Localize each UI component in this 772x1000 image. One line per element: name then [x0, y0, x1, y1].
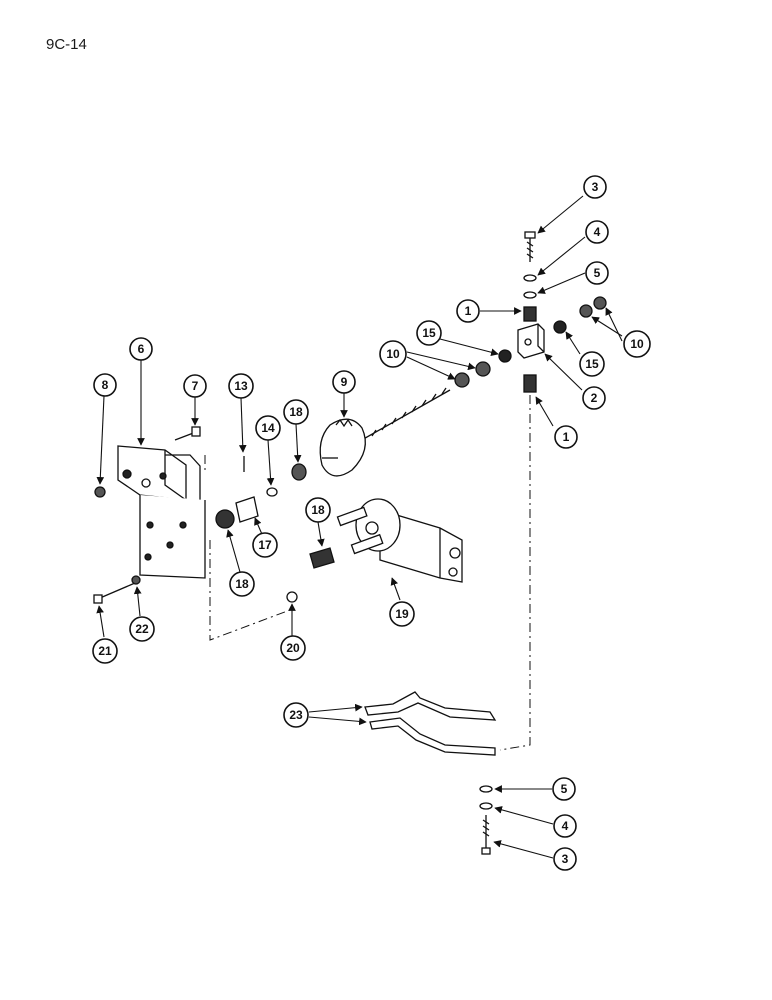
callout-4-bottom: 4	[553, 814, 577, 838]
assembly-centerlines	[204, 395, 531, 751]
top-washers	[523, 274, 537, 299]
callout-10-left: 10	[379, 340, 407, 368]
svg-text:20: 20	[286, 641, 300, 655]
svg-text:18: 18	[289, 405, 303, 419]
callout-19: 19	[389, 601, 415, 627]
svg-text:15: 15	[585, 357, 599, 371]
washer-14	[266, 487, 278, 497]
sleeve-16	[235, 496, 259, 523]
callout-5-top: 5	[585, 261, 609, 285]
svg-text:7: 7	[192, 379, 199, 393]
threaded-rod-plate	[319, 387, 451, 477]
spacer-bottom	[523, 374, 537, 393]
callout-3-top: 3	[583, 175, 607, 199]
svg-text:18: 18	[235, 577, 249, 591]
straps-23	[364, 691, 497, 756]
callout-20: 20	[280, 635, 306, 661]
callout-5-bottom: 5	[552, 777, 576, 801]
svg-text:15: 15	[422, 326, 436, 340]
callout-13: 13	[228, 373, 254, 399]
svg-text:13: 13	[234, 379, 248, 393]
bushing-17-top	[291, 463, 307, 481]
right-nuts	[553, 296, 607, 334]
callout-17-top: 18	[283, 399, 309, 425]
callout-7: 7	[183, 374, 207, 398]
callout-17-lower: 18	[229, 571, 255, 597]
callout-6: 6	[129, 337, 153, 361]
pivot-block	[517, 323, 545, 359]
bottom-washers	[479, 785, 493, 810]
svg-text:1: 1	[563, 430, 570, 444]
bolt-21	[93, 582, 136, 604]
callout-18: 18	[305, 497, 331, 523]
svg-text:4: 4	[594, 225, 601, 239]
svg-text:5: 5	[594, 266, 601, 280]
svg-text:23: 23	[289, 708, 303, 722]
nut-8	[94, 486, 106, 498]
callout-15-left: 15	[416, 320, 442, 346]
svg-text:8: 8	[102, 378, 109, 392]
svg-text:3: 3	[562, 852, 569, 866]
bushing-17-lower	[215, 509, 235, 529]
svg-text:4: 4	[562, 819, 569, 833]
svg-text:5: 5	[561, 782, 568, 796]
page-id: 9C-14	[46, 36, 87, 53]
callout-1-top: 1	[456, 299, 480, 323]
nut-20	[286, 591, 298, 603]
svg-text:3: 3	[592, 180, 599, 194]
svg-text:18: 18	[311, 503, 325, 517]
svg-text:1: 1	[465, 304, 472, 318]
bolt-7	[174, 426, 201, 441]
bottom-bolt	[481, 815, 491, 855]
callout-23: 23	[283, 702, 309, 728]
svg-text:10: 10	[386, 347, 400, 361]
svg-text:10: 10	[630, 337, 644, 351]
callout-15-right: 15	[579, 351, 605, 377]
svg-text:17: 17	[258, 538, 272, 552]
leader-lines	[96, 195, 623, 859]
callout-22: 22	[129, 616, 155, 642]
svg-text:2: 2	[591, 391, 598, 405]
left-nuts	[454, 349, 512, 388]
motor-19	[336, 498, 463, 583]
callout-21: 21	[92, 638, 118, 664]
callout-8: 8	[93, 373, 117, 397]
top-bolt	[524, 231, 536, 262]
fitting-18	[309, 547, 335, 569]
svg-text:6: 6	[138, 342, 145, 356]
spacer-top	[523, 306, 537, 322]
svg-text:21: 21	[98, 644, 112, 658]
svg-text:19: 19	[395, 607, 409, 621]
callout-4-top: 4	[585, 220, 609, 244]
callout-14: 14	[255, 415, 281, 441]
callout-10-right: 10	[623, 330, 651, 358]
callout-9: 9	[332, 370, 356, 394]
mounting-bracket	[117, 445, 206, 579]
svg-text:22: 22	[135, 622, 149, 636]
callout-3-bottom: 3	[553, 847, 577, 871]
callout-2: 2	[582, 386, 606, 410]
svg-text:14: 14	[261, 421, 275, 435]
callout-1-bottom: 1	[554, 425, 578, 449]
callout-16: 17	[252, 532, 278, 558]
svg-text:9: 9	[341, 375, 348, 389]
washer-22	[131, 575, 141, 585]
